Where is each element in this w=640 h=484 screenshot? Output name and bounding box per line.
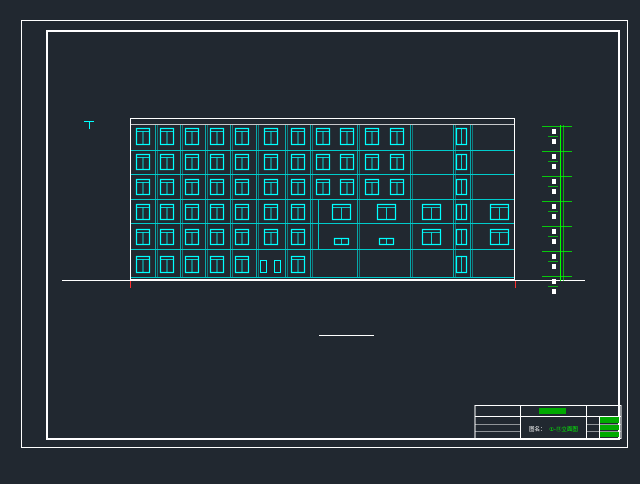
outer-sheet-border (21, 20, 628, 448)
window (263, 203, 279, 221)
window (290, 127, 306, 146)
window (159, 203, 175, 221)
window (234, 153, 250, 171)
window (263, 228, 279, 246)
axis-marker (84, 121, 94, 129)
window (135, 153, 151, 171)
window (376, 203, 397, 221)
window (234, 228, 250, 246)
window (184, 228, 200, 246)
window (184, 203, 200, 221)
stair-window (455, 178, 468, 196)
door (274, 260, 281, 273)
window (209, 127, 225, 146)
window (489, 203, 510, 221)
window (159, 153, 175, 171)
window (364, 178, 380, 196)
building-elevation (130, 118, 515, 280)
window (389, 153, 405, 171)
window (315, 178, 331, 196)
stair-window (455, 203, 468, 221)
window (209, 178, 225, 196)
window (339, 127, 355, 146)
drawing-name-label: 图名： (529, 425, 546, 433)
window (389, 127, 405, 146)
window (159, 228, 175, 246)
window (209, 255, 225, 274)
window (421, 203, 442, 221)
window (234, 255, 250, 274)
window (315, 153, 331, 171)
window (234, 178, 250, 196)
window (263, 127, 279, 146)
drawing-name-value: ①-⑪立面图 (549, 425, 578, 433)
door (260, 260, 267, 273)
window (389, 178, 405, 196)
window (135, 178, 151, 196)
window (339, 153, 355, 171)
stair-window (455, 255, 468, 274)
window (209, 203, 225, 221)
window (135, 255, 151, 274)
window (290, 178, 306, 196)
window (209, 153, 225, 171)
window (184, 255, 200, 274)
window (290, 203, 306, 221)
stair-window (455, 153, 468, 171)
stair-window (455, 127, 468, 146)
window (263, 178, 279, 196)
window (159, 178, 175, 196)
window (263, 153, 279, 171)
window (290, 255, 306, 274)
window (331, 203, 352, 221)
window (339, 178, 355, 196)
window (364, 153, 380, 171)
facade-outline (130, 118, 515, 280)
window (159, 255, 175, 274)
window (489, 228, 510, 246)
high-window (333, 237, 350, 246)
window (184, 127, 200, 146)
window (135, 203, 151, 221)
stair-window (455, 228, 468, 246)
window (364, 127, 380, 146)
high-window (378, 237, 395, 246)
window (290, 228, 306, 246)
window (290, 153, 306, 171)
window (184, 153, 200, 171)
window (209, 228, 225, 246)
window (184, 178, 200, 196)
window (315, 127, 331, 146)
window (159, 127, 175, 146)
window (234, 127, 250, 146)
window (421, 228, 442, 246)
inner-sheet-border (46, 30, 620, 440)
window (135, 228, 151, 246)
window (234, 203, 250, 221)
window (135, 127, 151, 146)
side-section-strip (542, 125, 572, 294)
title-block: 图名： ①-⑪立面图 (474, 405, 622, 439)
